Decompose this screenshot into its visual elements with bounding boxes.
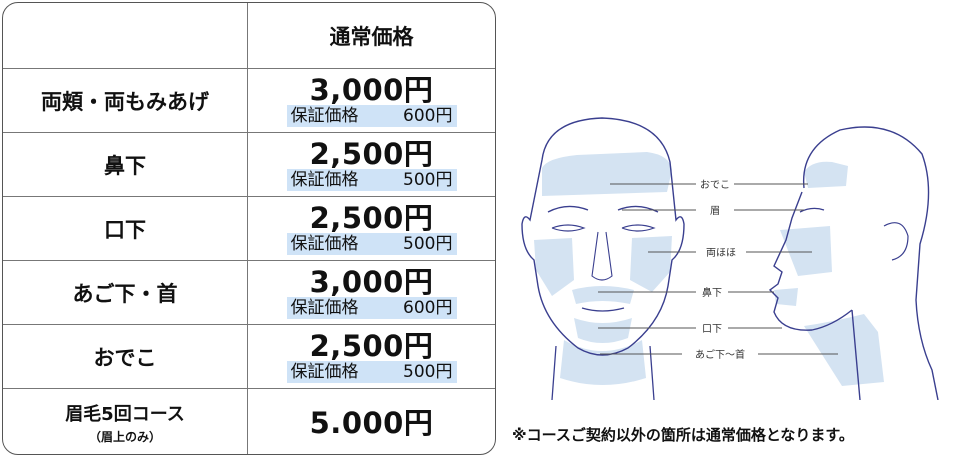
front-face-outline xyxy=(521,117,685,356)
table-row: 鼻下 2,500円 保証価格 500円 xyxy=(3,133,495,197)
side-ear xyxy=(883,222,909,261)
guarantee-price: 保証価格 600円 xyxy=(286,296,457,319)
main-price: 2,500円 xyxy=(309,200,434,235)
label-nose-under: 鼻下 xyxy=(702,286,722,299)
guarantee-value: 500円 xyxy=(403,233,453,254)
area-name-text: 鼻下 xyxy=(104,153,146,178)
table-header-row: 通常価格 xyxy=(3,3,495,69)
guarantee-value: 600円 xyxy=(403,105,453,126)
guarantee-label: 保証価格 xyxy=(290,361,359,382)
front-mustache-region xyxy=(572,286,634,304)
area-name-text: あご下・首 xyxy=(72,281,178,306)
area-name: おでこ xyxy=(3,325,248,388)
price-table: 通常価格 両頬・両もみあげ 3,000円 保証価格 600円 鼻下 2,500円 … xyxy=(2,2,496,455)
front-chin-neck-region xyxy=(560,340,646,385)
table-row: おでこ 2,500円 保証価格 500円 xyxy=(3,325,495,389)
price-cell: 2,500円 保証価格 500円 xyxy=(248,325,495,388)
side-eyebrow xyxy=(799,207,825,213)
label-mouth-under: 口下 xyxy=(702,324,722,335)
guarantee-value: 500円 xyxy=(403,169,453,190)
front-nose xyxy=(591,231,613,281)
price-cell: 2,500円 保証価格 500円 xyxy=(248,133,495,196)
side-under-lip-region xyxy=(774,288,798,306)
price-cell: 3,000円 保証価格 600円 xyxy=(248,261,495,324)
side-forehead-region xyxy=(804,161,848,188)
front-under-lip-region xyxy=(574,318,632,343)
front-left-cheek-region xyxy=(534,238,574,296)
main-price: 3,000円 xyxy=(309,264,434,299)
area-note: （眉上のみ） xyxy=(88,430,161,444)
side-chin-neck-region xyxy=(804,314,884,386)
header-price-cell: 通常価格 xyxy=(248,3,495,68)
guarantee-label: 保証価格 xyxy=(290,105,359,126)
label-cheeks: 両ほほ xyxy=(706,247,736,259)
side-cheek-region xyxy=(780,226,832,276)
front-eyebrows xyxy=(547,205,659,213)
area-name-text: 口下 xyxy=(104,217,146,242)
face-diagram: おでこ 眉 両ほほ 鼻下 口下 あご下〜首 xyxy=(521,117,939,400)
footnote: ※コースご契約以外の箇所は通常価格となります。 xyxy=(512,426,854,444)
front-neck-outline xyxy=(551,345,655,400)
guarantee-price: 保証価格 600円 xyxy=(286,104,457,127)
guarantee-label: 保証価格 xyxy=(290,233,359,254)
main-price: 3,000円 xyxy=(309,72,434,107)
label-brow: 眉 xyxy=(710,205,720,217)
main-price: 5.000円 xyxy=(309,405,434,440)
main-price: 2,500円 xyxy=(309,328,434,363)
label-chin-neck: あご下〜首 xyxy=(695,348,745,361)
area-name: 眉毛5回コース （眉上のみ） xyxy=(3,389,248,454)
guarantee-label: 保証価格 xyxy=(290,169,359,190)
table-row: 口下 2,500円 保証価格 500円 xyxy=(3,197,495,261)
price-cell: 5.000円 xyxy=(248,389,495,454)
side-face-outline xyxy=(768,126,939,400)
guarantee-price: 保証価格 500円 xyxy=(286,232,457,255)
front-mouth xyxy=(581,307,625,312)
table-row: 両頬・両もみあげ 3,000円 保証価格 600円 xyxy=(3,69,495,133)
guarantee-price: 保証価格 500円 xyxy=(286,360,457,383)
area-name-text: 両頬・両もみあげ xyxy=(41,89,209,114)
area-name: 鼻下 xyxy=(3,133,248,196)
guarantee-price: 保証価格 500円 xyxy=(286,168,457,191)
guarantee-value: 600円 xyxy=(403,297,453,318)
guarantee-value: 500円 xyxy=(403,361,453,382)
area-name-text: 眉毛5回コース xyxy=(65,404,185,425)
header-empty-cell xyxy=(3,3,248,68)
price-cell: 2,500円 保証価格 500円 xyxy=(248,197,495,260)
table-row: あご下・首 3,000円 保証価格 600円 xyxy=(3,261,495,325)
area-name-text: おでこ xyxy=(93,345,157,370)
main-price: 2,500円 xyxy=(309,136,434,171)
area-name: 両頬・両もみあげ xyxy=(3,69,248,132)
front-eyes xyxy=(551,224,656,232)
guarantee-label: 保証価格 xyxy=(290,297,359,318)
price-cell: 3,000円 保証価格 600円 xyxy=(248,69,495,132)
area-name: 口下 xyxy=(3,197,248,260)
front-forehead-region xyxy=(542,152,672,196)
area-name: あご下・首 xyxy=(3,261,248,324)
label-forehead: おでこ xyxy=(700,179,730,191)
header-label: 通常価格 xyxy=(329,24,414,49)
table-row-eyebrow: 眉毛5回コース （眉上のみ） 5.000円 xyxy=(3,389,495,454)
front-right-cheek-region xyxy=(630,236,672,292)
